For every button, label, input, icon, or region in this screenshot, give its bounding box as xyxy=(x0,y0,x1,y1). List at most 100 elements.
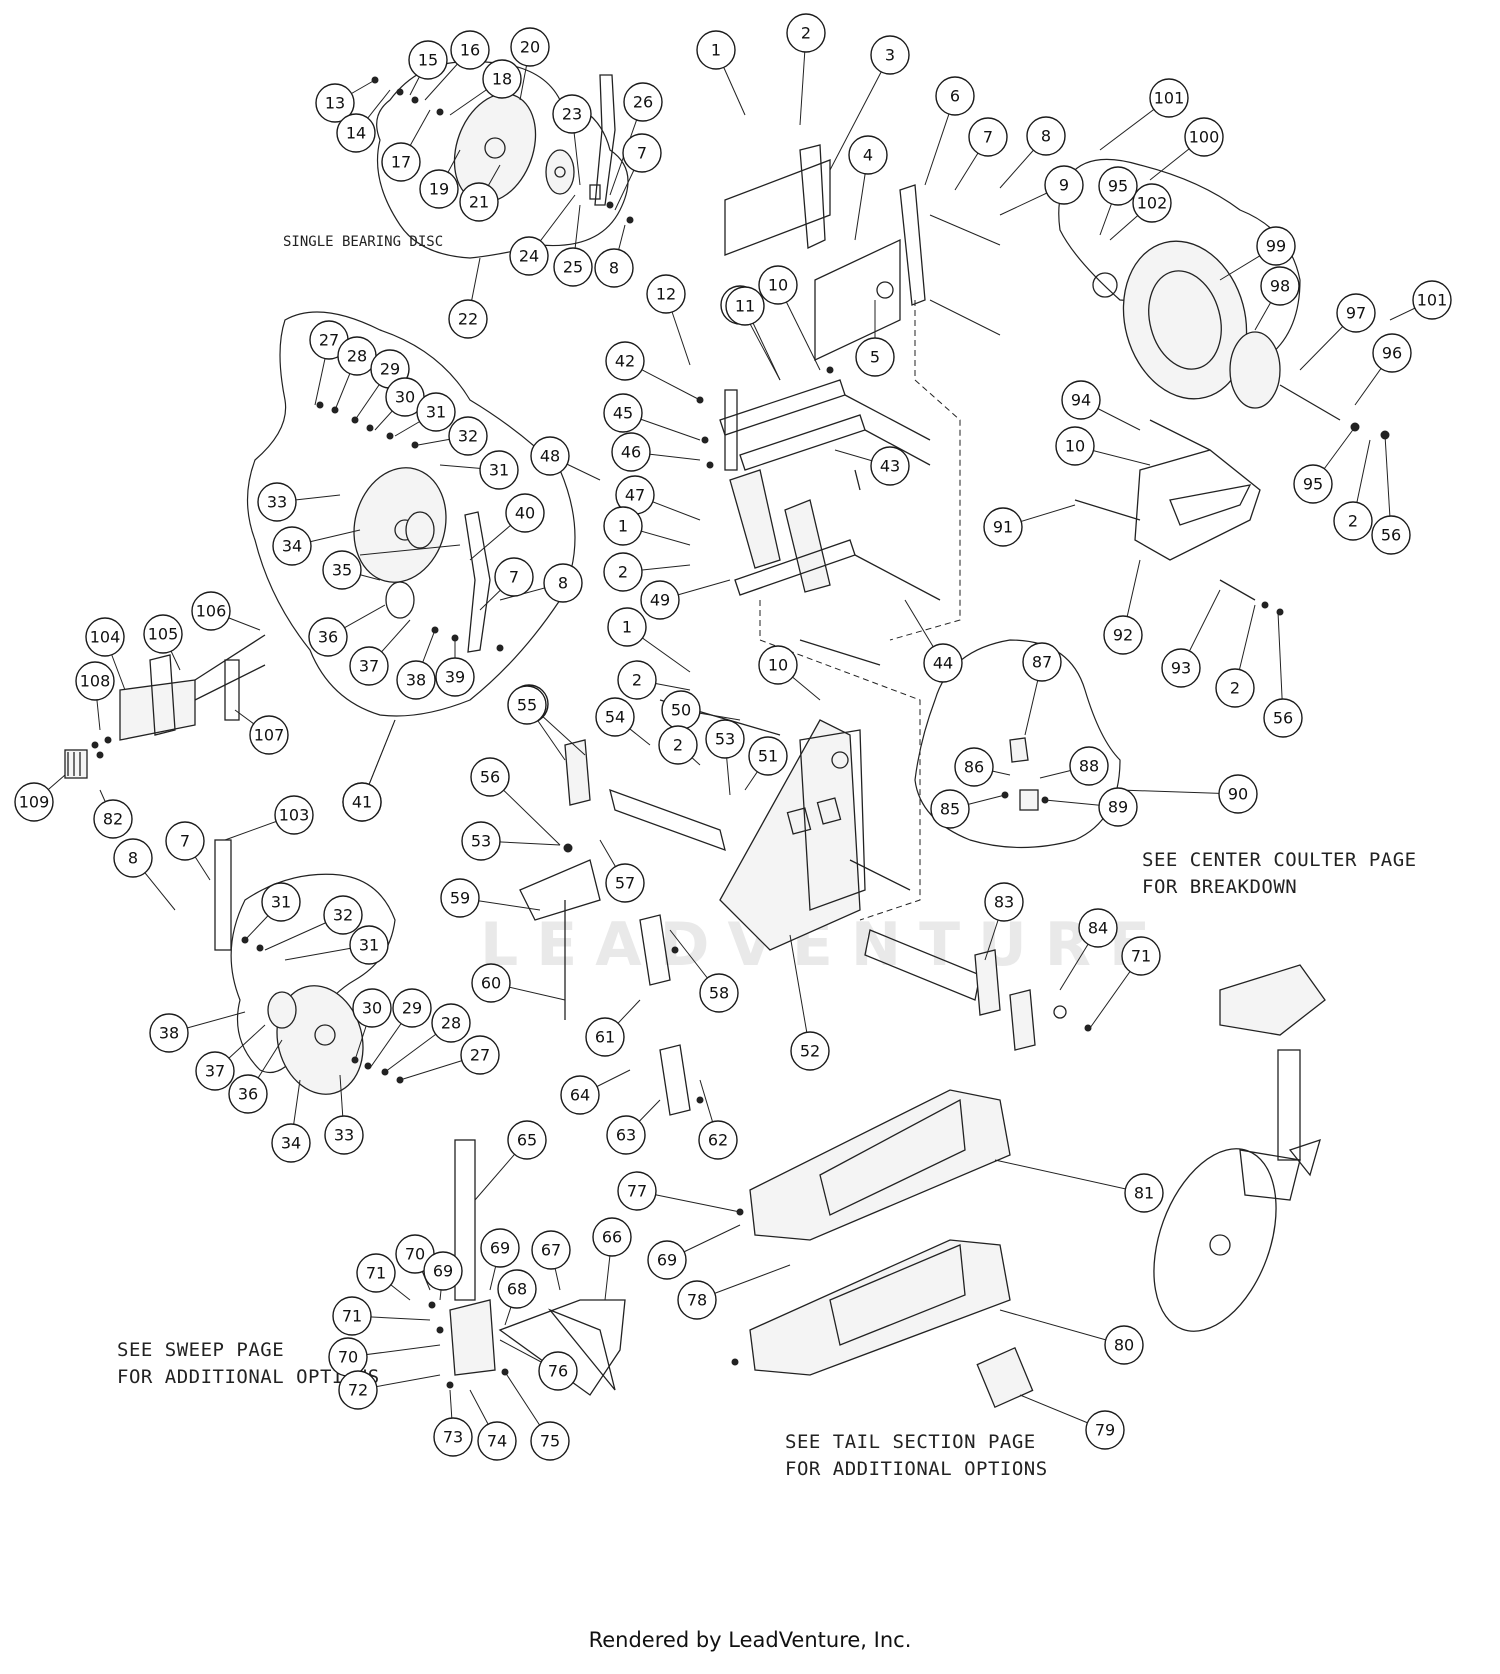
part-callout-61[interactable]: 61 xyxy=(585,1017,625,1057)
part-callout-46[interactable]: 46 xyxy=(611,432,651,472)
part-callout-31[interactable]: 31 xyxy=(349,925,389,965)
part-callout-60[interactable]: 60 xyxy=(471,963,511,1003)
part-callout-92[interactable]: 92 xyxy=(1103,615,1143,655)
part-callout-83[interactable]: 83 xyxy=(984,882,1024,922)
part-callout-45[interactable]: 45 xyxy=(603,393,643,433)
part-callout-2[interactable]: 2 xyxy=(617,660,657,700)
part-callout-24[interactable]: 24 xyxy=(509,236,549,276)
part-callout-10[interactable]: 10 xyxy=(758,265,798,305)
part-callout-89[interactable]: 89 xyxy=(1098,787,1138,827)
part-callout-56[interactable]: 56 xyxy=(470,757,510,797)
part-callout-51[interactable]: 51 xyxy=(748,736,788,776)
part-callout-69[interactable]: 69 xyxy=(423,1251,463,1291)
part-callout-109[interactable]: 109 xyxy=(14,782,54,822)
part-callout-102[interactable]: 102 xyxy=(1132,183,1172,223)
part-callout-59[interactable]: 59 xyxy=(440,878,480,918)
part-callout-5[interactable]: 5 xyxy=(855,337,895,377)
part-callout-33[interactable]: 33 xyxy=(324,1115,364,1155)
part-callout-65[interactable]: 65 xyxy=(507,1120,547,1160)
part-callout-53[interactable]: 53 xyxy=(461,821,501,861)
part-callout-12[interactable]: 12 xyxy=(646,274,686,314)
part-callout-50[interactable]: 50 xyxy=(661,690,701,730)
part-callout-7[interactable]: 7 xyxy=(968,117,1008,157)
part-callout-94[interactable]: 94 xyxy=(1061,380,1101,420)
part-callout-66[interactable]: 66 xyxy=(592,1217,632,1257)
part-callout-38[interactable]: 38 xyxy=(149,1013,189,1053)
part-callout-73[interactable]: 73 xyxy=(433,1417,473,1457)
part-callout-22[interactable]: 22 xyxy=(448,299,488,339)
part-callout-90[interactable]: 90 xyxy=(1218,774,1258,814)
part-callout-18[interactable]: 18 xyxy=(482,59,522,99)
part-callout-31[interactable]: 31 xyxy=(416,392,456,432)
part-callout-14[interactable]: 14 xyxy=(336,113,376,153)
part-callout-68[interactable]: 68 xyxy=(497,1269,537,1309)
part-callout-100[interactable]: 100 xyxy=(1184,117,1224,157)
part-callout-2[interactable]: 2 xyxy=(1215,668,1255,708)
part-callout-10[interactable]: 10 xyxy=(758,645,798,685)
part-callout-36[interactable]: 36 xyxy=(228,1074,268,1114)
part-callout-17[interactable]: 17 xyxy=(381,142,421,182)
part-callout-20[interactable]: 20 xyxy=(510,27,550,67)
part-callout-29[interactable]: 29 xyxy=(392,988,432,1028)
part-callout-34[interactable]: 34 xyxy=(271,1123,311,1163)
part-callout-52[interactable]: 52 xyxy=(790,1031,830,1071)
part-callout-101[interactable]: 101 xyxy=(1149,78,1189,118)
part-callout-13[interactable]: 13 xyxy=(315,83,355,123)
part-callout-1[interactable]: 1 xyxy=(607,607,647,647)
part-callout-57[interactable]: 57 xyxy=(605,863,645,903)
part-callout-88[interactable]: 88 xyxy=(1069,746,1109,786)
part-callout-76[interactable]: 76 xyxy=(538,1351,578,1391)
part-callout-1[interactable]: 1 xyxy=(603,506,643,546)
part-callout-99[interactable]: 99 xyxy=(1256,226,1296,266)
part-callout-36[interactable]: 36 xyxy=(308,617,348,657)
part-callout-2[interactable]: 2 xyxy=(658,725,698,765)
part-callout-7[interactable]: 7 xyxy=(494,557,534,597)
part-callout-47[interactable]: 47 xyxy=(615,475,655,515)
part-callout-37[interactable]: 37 xyxy=(349,646,389,686)
part-callout-81[interactable]: 81 xyxy=(1124,1173,1164,1213)
part-callout-53[interactable]: 53 xyxy=(705,719,745,759)
part-callout-80[interactable]: 80 xyxy=(1104,1325,1144,1365)
part-callout-106[interactable]: 106 xyxy=(191,591,231,631)
part-callout-71[interactable]: 71 xyxy=(1121,936,1161,976)
part-callout-71[interactable]: 71 xyxy=(332,1296,372,1336)
part-callout-8[interactable]: 8 xyxy=(594,248,634,288)
part-callout-54[interactable]: 54 xyxy=(595,697,635,737)
part-callout-4[interactable]: 4 xyxy=(848,135,888,175)
part-callout-7[interactable]: 7 xyxy=(165,821,205,861)
part-callout-41[interactable]: 41 xyxy=(342,782,382,822)
part-callout-21[interactable]: 21 xyxy=(459,182,499,222)
part-callout-93[interactable]: 93 xyxy=(1161,648,1201,688)
part-callout-9[interactable]: 9 xyxy=(1044,165,1084,205)
part-callout-55[interactable]: 55 xyxy=(507,685,547,725)
part-callout-70[interactable]: 70 xyxy=(395,1234,435,1274)
part-callout-48[interactable]: 48 xyxy=(530,436,570,476)
part-callout-104[interactable]: 104 xyxy=(85,617,125,657)
part-callout-30[interactable]: 30 xyxy=(352,988,392,1028)
part-callout-86[interactable]: 86 xyxy=(954,747,994,787)
part-callout-97[interactable]: 97 xyxy=(1336,293,1376,333)
part-callout-39[interactable]: 39 xyxy=(435,657,475,697)
part-callout-25[interactable]: 25 xyxy=(553,247,593,287)
part-callout-8[interactable]: 8 xyxy=(113,838,153,878)
part-callout-19[interactable]: 19 xyxy=(419,169,459,209)
part-callout-56[interactable]: 56 xyxy=(1263,698,1303,738)
part-callout-3[interactable]: 3 xyxy=(870,35,910,75)
part-callout-69[interactable]: 69 xyxy=(647,1240,687,1280)
part-callout-78[interactable]: 78 xyxy=(677,1280,717,1320)
part-callout-16[interactable]: 16 xyxy=(450,30,490,70)
part-callout-74[interactable]: 74 xyxy=(477,1421,517,1461)
part-callout-28[interactable]: 28 xyxy=(337,336,377,376)
part-callout-10[interactable]: 10 xyxy=(1055,426,1095,466)
part-callout-37[interactable]: 37 xyxy=(195,1051,235,1091)
part-callout-87[interactable]: 87 xyxy=(1022,642,1062,682)
part-callout-63[interactable]: 63 xyxy=(606,1115,646,1155)
part-callout-70[interactable]: 70 xyxy=(328,1337,368,1377)
part-callout-75[interactable]: 75 xyxy=(530,1421,570,1461)
part-callout-85[interactable]: 85 xyxy=(930,789,970,829)
part-callout-101[interactable]: 101 xyxy=(1412,280,1452,320)
part-callout-42[interactable]: 42 xyxy=(605,341,645,381)
part-callout-2[interactable]: 2 xyxy=(786,13,826,53)
part-callout-23[interactable]: 23 xyxy=(552,94,592,134)
part-callout-33[interactable]: 33 xyxy=(257,482,297,522)
